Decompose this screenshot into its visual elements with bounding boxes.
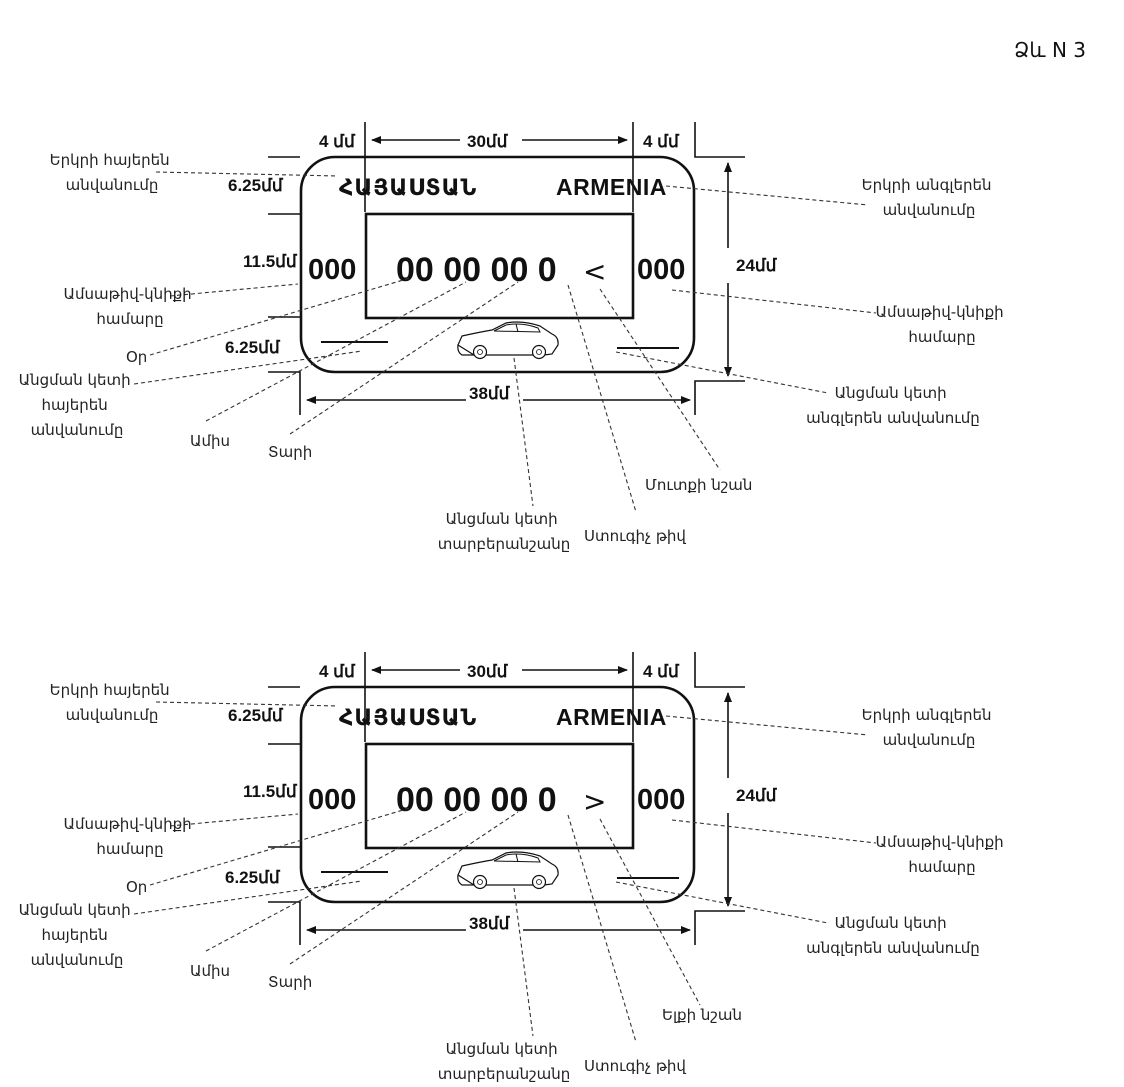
date-number: 00 00 00 0: [396, 781, 557, 819]
stamp-diagram-entry: ՀԱՅԱՍՏԱՆ ARMENIA 000 000 00 00 00 0 < 4 …: [19, 122, 1009, 553]
label-checkpoint-type: Անցման կետի տարբերանշանը: [438, 510, 570, 553]
stamp-diagram-exit: ՀԱՅԱՍՏԱՆ ARMENIA 000 000 00 00 00 0 > 4 …: [19, 652, 1009, 1083]
dim-center-width: 30մմ: [467, 132, 509, 151]
annex-label: Ձև N 3: [1014, 38, 1086, 62]
dim-middle-row: 11.5մմ: [243, 782, 298, 801]
dim-top-row: 6.25մմ: [228, 176, 284, 195]
dim-bottom-row: 6.25մմ: [225, 868, 281, 887]
label-date-stamp-left: Ամսաթիվ-կնիքի համարը: [64, 285, 197, 328]
label-control-digit: Ստուգիչ թիվ: [584, 527, 686, 545]
direction-sign: <: [583, 255, 606, 288]
dimension-lines: [268, 652, 745, 945]
right-code: 000: [637, 784, 685, 816]
direction-sign: >: [583, 785, 606, 818]
dim-top-row: 6.25մմ: [228, 706, 284, 725]
label-control-digit: Ստուգիչ թիվ: [584, 1057, 686, 1075]
dim-left-margin: 4 մմ: [319, 132, 356, 151]
label-date-stamp-left: Ամսաթիվ-կնիքի համարը: [64, 815, 197, 858]
label-checkpoint-en: Անցման կետի անգլերեն անվանումը: [806, 914, 980, 957]
dim-height: 24մմ: [736, 256, 778, 275]
dim-left-margin: 4 մմ: [319, 662, 356, 681]
date-number-frame: [364, 742, 635, 850]
label-date-stamp-right: Ամսաթիվ-կնիքի համարը: [876, 303, 1009, 346]
country-name-hy: ՀԱՅԱՍՏԱՆ: [339, 706, 477, 731]
country-name-en: ARMENIA: [556, 704, 667, 730]
label-month: Ամիս: [190, 962, 230, 980]
label-country-hy: Երկրի հայերեն անվանումը: [50, 681, 175, 724]
label-checkpoint-hy: Անցման կետի հայերեն անվանումը: [19, 901, 136, 969]
dim-height: 24մմ: [736, 786, 778, 805]
car-icon: [457, 851, 559, 890]
left-code: 000: [308, 254, 356, 286]
label-year: Տարի: [268, 443, 312, 461]
label-direction-sign: Ելքի նշան: [662, 1006, 742, 1024]
country-name-en: ARMENIA: [556, 174, 667, 200]
dim-total-width: 38մմ: [469, 384, 511, 403]
date-number-frame: [364, 212, 635, 320]
label-checkpoint-type: Անցման կետի տարբերանշանը: [438, 1040, 570, 1083]
leader-lines: [133, 171, 877, 513]
label-country-hy: Երկրի հայերեն անվանումը: [50, 151, 175, 194]
dim-right-margin: 4 մմ: [643, 132, 680, 151]
label-checkpoint-hy: Անցման կետի հայերեն անվանումը: [19, 371, 136, 439]
dimension-lines: [268, 122, 745, 415]
dim-right-margin: 4 մմ: [643, 662, 680, 681]
country-name-hy: ՀԱՅԱՍՏԱՆ: [339, 176, 477, 201]
label-direction-sign: Մուտքի նշան: [645, 476, 752, 494]
label-country-en: Երկրի անգլերեն անվանումը: [862, 176, 997, 219]
dim-middle-row: 11.5մմ: [243, 252, 298, 271]
dim-bottom-row: 6.25մմ: [225, 338, 281, 357]
label-country-en: Երկրի անգլերեն անվանումը: [862, 706, 997, 749]
stamp-outline: [299, 155, 696, 374]
date-number: 00 00 00 0: [396, 251, 557, 289]
label-date-stamp-right: Ամսաթիվ-կնիքի համարը: [876, 833, 1009, 876]
dim-center-width: 30մմ: [467, 662, 509, 681]
stamp-outline: [299, 685, 696, 904]
car-icon: [457, 321, 559, 360]
label-checkpoint-en: Անցման կետի անգլերեն անվանումը: [806, 384, 980, 427]
label-month: Ամիս: [190, 432, 230, 450]
label-year: Տարի: [268, 973, 312, 991]
left-code: 000: [308, 784, 356, 816]
label-day: Օր: [126, 348, 147, 366]
right-code: 000: [637, 254, 685, 286]
dim-total-width: 38մմ: [469, 914, 511, 933]
leader-lines: [133, 701, 877, 1043]
label-day: Օր: [126, 878, 147, 896]
